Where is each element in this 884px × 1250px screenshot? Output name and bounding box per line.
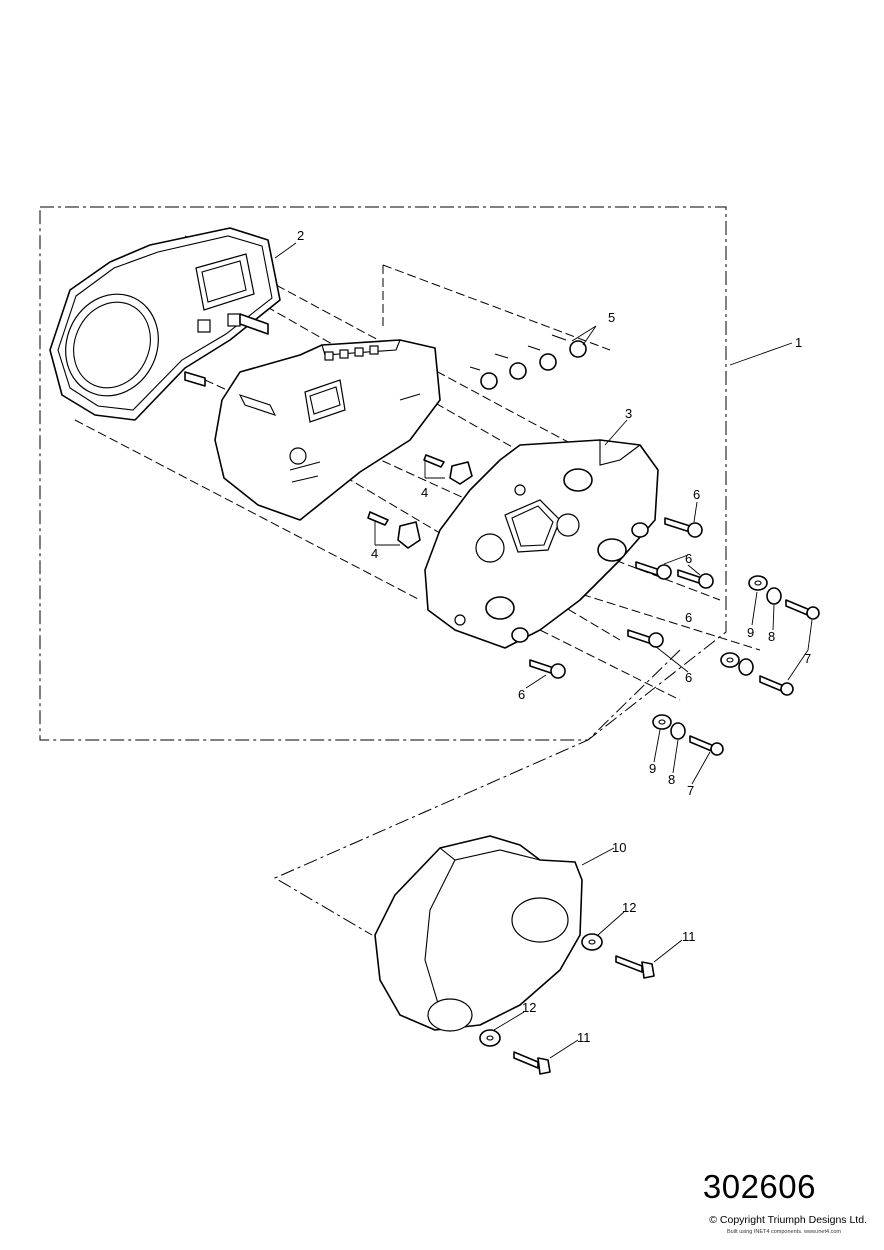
callout-9-upper: 9 xyxy=(747,625,754,640)
assembly-to-cover-projection xyxy=(273,649,681,936)
callout-labels: 1 2 3 4 4 5 6 6 6 6 6 9 8 7 9 8 7 10 12 … xyxy=(297,228,811,1045)
leader-lines xyxy=(274,242,813,1059)
callout-2: 2 xyxy=(297,228,304,243)
callout-6-bottom-right: 6 xyxy=(685,670,692,685)
callout-12-lower: 12 xyxy=(522,1000,536,1015)
callout-4-lower: 4 xyxy=(371,546,378,561)
callout-6-middle: 6 xyxy=(685,551,692,566)
callout-7-lower: 7 xyxy=(687,783,694,798)
callout-10: 10 xyxy=(612,840,626,855)
callout-8-lower: 8 xyxy=(668,772,675,787)
parts-11-12-fasteners xyxy=(479,933,655,1075)
copyright-notice: © Copyright Triumph Designs Ltd. xyxy=(709,1214,867,1226)
callout-12-upper: 12 xyxy=(622,900,636,915)
part-3-rear-housing xyxy=(424,439,659,649)
built-with-note: Built using INET4 components. www.inet4.… xyxy=(726,1229,841,1235)
callout-6-right: 6 xyxy=(685,610,692,625)
callout-4-upper: 4 xyxy=(421,485,428,500)
part-5-bulbs xyxy=(469,334,587,390)
parts-7-8-9-fasteners xyxy=(652,575,820,756)
callout-1: 1 xyxy=(795,335,802,350)
callout-8-upper: 8 xyxy=(768,629,775,644)
diagram-reference-number: 302606 xyxy=(702,1168,816,1205)
callout-5: 5 xyxy=(608,310,615,325)
callout-6-top: 6 xyxy=(693,487,700,502)
callout-6-bottom-left: 6 xyxy=(518,687,525,702)
part-2-bezel xyxy=(49,227,281,421)
callout-11-upper: 11 xyxy=(682,929,696,944)
callout-11-lower: 11 xyxy=(577,1030,591,1045)
callout-9-lower: 9 xyxy=(649,761,656,776)
callout-3: 3 xyxy=(625,406,632,421)
callout-7-upper: 7 xyxy=(804,651,811,666)
part-10-rear-cover xyxy=(374,835,583,1032)
instrument-body xyxy=(214,339,441,521)
